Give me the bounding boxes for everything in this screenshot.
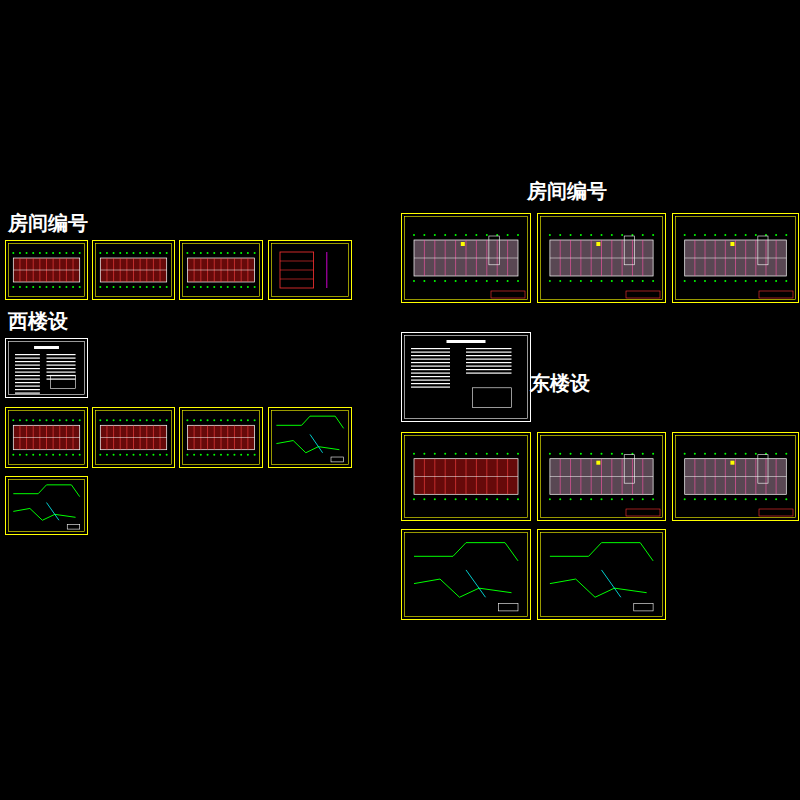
drawing-sheet [402,530,531,620]
drawing-sheet [6,241,88,300]
drawing-sheet [538,433,666,521]
sheet-group-label: 东楼设 [530,372,590,394]
drawing-sheet [180,241,263,300]
drawing-sheet [6,339,88,398]
drawing-sheet [180,408,263,468]
drawing-sheet [6,477,88,535]
drawing-sheet [402,433,531,521]
drawing-sheet [538,530,666,620]
drawing-sheet [93,241,175,300]
drawing-sheet [269,408,352,468]
drawing-sheet [402,214,531,303]
drawing-sheet [93,408,175,468]
sheet-group-label: 西楼设 [8,310,68,332]
drawing-sheet [269,241,352,300]
sheet-group-label: 房间编号 [527,180,607,202]
drawing-sheet [6,408,88,468]
drawing-sheet [402,333,531,422]
sheet-group-label: 房间编号 [8,212,88,234]
drawing-sheet [673,214,799,303]
drawing-sheet [673,433,799,521]
drawing-sheet [538,214,666,303]
